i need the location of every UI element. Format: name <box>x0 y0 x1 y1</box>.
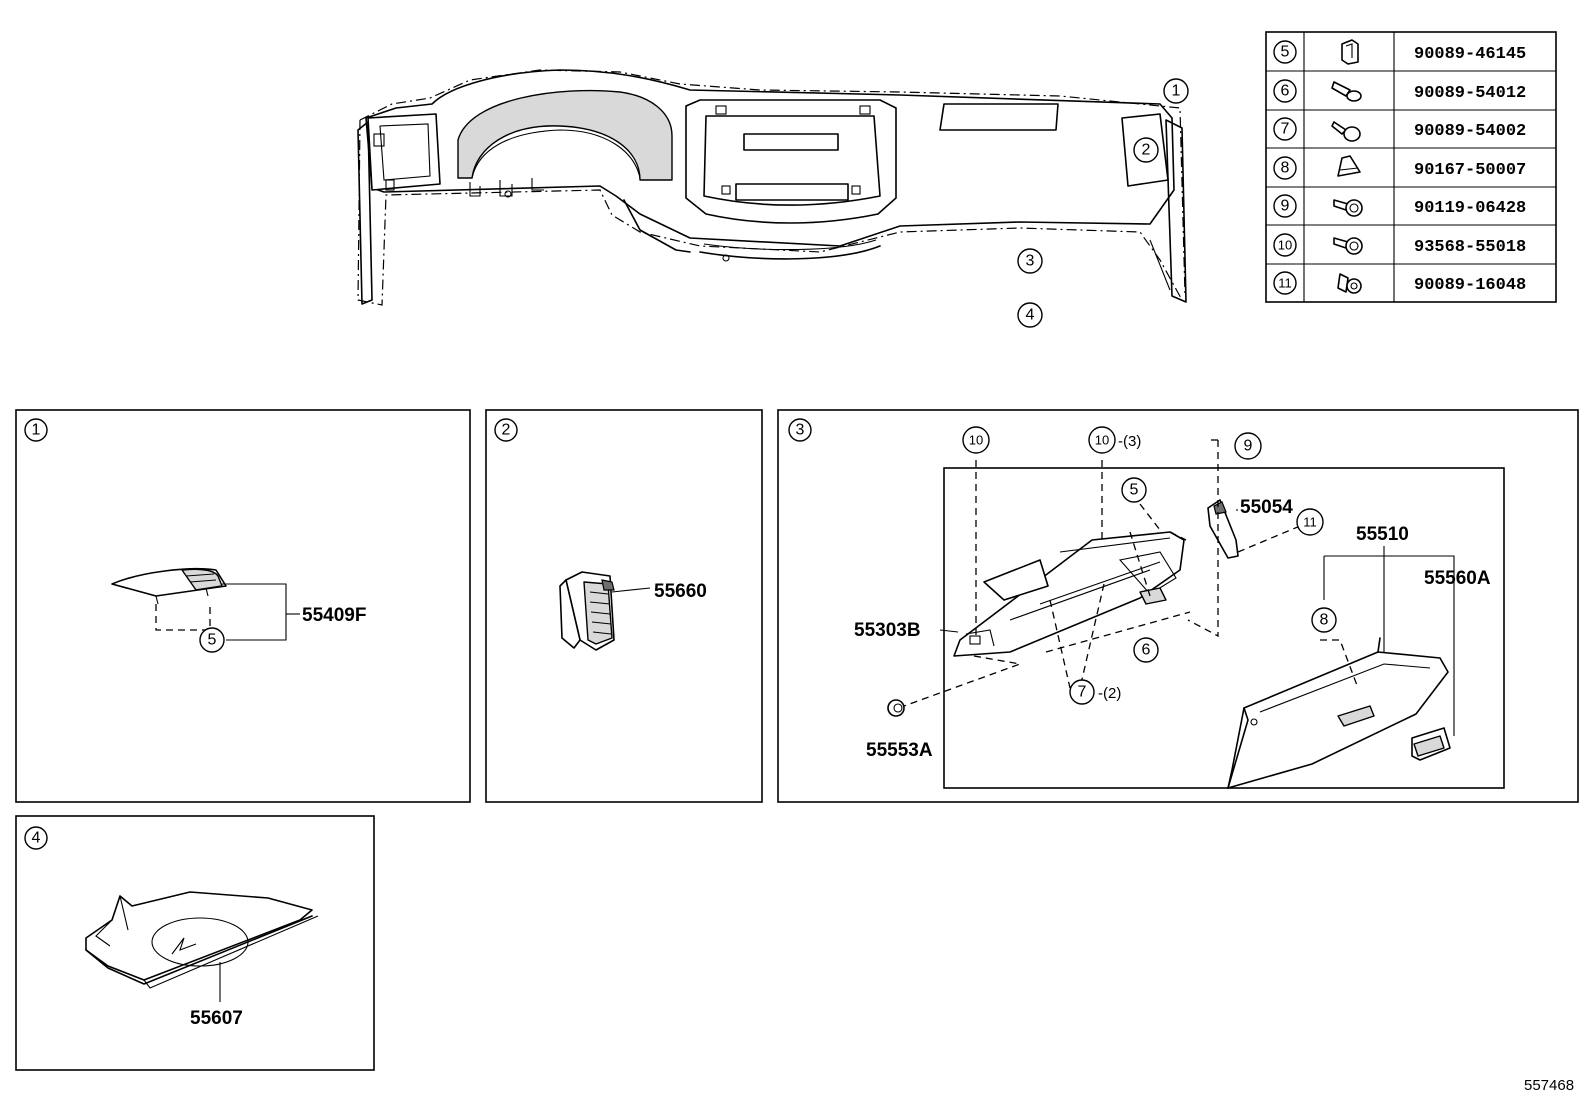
b3-callout-8: 8 <box>1311 607 1337 633</box>
fastener-table: 5 90089-46145 6 90089-54012 7 <box>1265 31 1557 303</box>
svg-text:90089-54012: 90089-54012 <box>1414 84 1526 103</box>
side-vent-illustration <box>559 571 615 651</box>
svg-text:4: 4 <box>1026 307 1035 324</box>
fastener-row: 9 90119-06428 <box>1273 194 1526 218</box>
part-label-55303B: 55303B <box>854 620 921 641</box>
b3-callout-11: 11 <box>1296 508 1324 536</box>
part-label-55409F: 55409F <box>302 605 366 626</box>
svg-text:90089-54002: 90089-54002 <box>1414 122 1526 141</box>
svg-text:2: 2 <box>502 422 511 439</box>
svg-text:90167-50007: 90167-50007 <box>1414 161 1526 180</box>
svg-text:10: 10 <box>969 433 983 448</box>
pin-icon <box>1331 121 1361 142</box>
pin-icon <box>1331 81 1362 102</box>
detail-box-4: 4 55607 <box>15 815 375 1071</box>
svg-text:5: 5 <box>1130 482 1139 499</box>
part-label-55607: 55607 <box>190 1008 243 1029</box>
fastener-row: 11 90089-16048 <box>1273 271 1526 295</box>
detail-box-3: 3 <box>777 409 1579 803</box>
b3-callout-9: 9 <box>1234 432 1262 460</box>
b1-fastener-callout: 5 <box>199 627 225 653</box>
bushing-illustration <box>887 699 905 717</box>
svg-text:90119-06428: 90119-06428 <box>1414 199 1526 218</box>
svg-text:7: 7 <box>1281 121 1290 138</box>
svg-text:9: 9 <box>1244 438 1253 455</box>
detail-box-1: 1 5 55409F <box>15 409 471 803</box>
detail-box-2: 2 55660 <box>485 409 763 803</box>
b3-callout-7: 7 <box>1069 679 1095 705</box>
box-1-callout: 1 <box>24 418 48 442</box>
box-4-callout: 4 <box>24 826 48 850</box>
svg-text:3: 3 <box>1026 253 1035 270</box>
svg-text:1: 1 <box>1172 83 1181 100</box>
part-label-55054: 55054 <box>1240 497 1293 518</box>
fastener-row: 10 93568-55018 <box>1273 233 1526 257</box>
fastener-row: 7 90089-54002 <box>1273 117 1526 142</box>
hinge-part-illustration <box>1207 499 1239 559</box>
svg-text:90089-46145: 90089-46145 <box>1414 45 1526 64</box>
cone-clip-icon <box>1337 155 1361 177</box>
svg-text:1: 1 <box>32 422 41 439</box>
screw-washer-icon <box>1337 273 1362 294</box>
floor-tray-illustration <box>85 891 319 989</box>
screw-washer-icon <box>1333 237 1363 255</box>
box-3-callout: 3 <box>788 418 812 442</box>
svg-text:6: 6 <box>1281 83 1290 100</box>
quantity-note-10: -(3) <box>1118 433 1141 450</box>
svg-text:3: 3 <box>796 422 805 439</box>
screw-washer-icon <box>1333 199 1363 217</box>
svg-text:8: 8 <box>1281 160 1290 177</box>
glove-box-door-illustration <box>1227 637 1449 789</box>
diagram-id: 557468 <box>1524 1077 1574 1094</box>
svg-text:8: 8 <box>1320 612 1329 629</box>
part-label-55560A: 55560A <box>1424 568 1491 589</box>
fastener-row: 6 90089-54012 <box>1273 79 1526 103</box>
svg-text:93568-55018: 93568-55018 <box>1414 238 1526 257</box>
box-2-callout: 2 <box>494 418 518 442</box>
b3-callout-10a: 10 <box>962 426 990 454</box>
svg-text:6: 6 <box>1142 642 1151 659</box>
svg-text:4: 4 <box>32 830 41 847</box>
main-callout-4: 4 <box>1017 302 1043 328</box>
svg-text:2: 2 <box>1142 142 1151 159</box>
clip-icon <box>1341 39 1359 65</box>
svg-text:5: 5 <box>208 632 217 649</box>
b3-callout-5: 5 <box>1121 477 1147 503</box>
fastener-row: 5 90089-46145 <box>1273 39 1526 65</box>
latch-illustration <box>1411 727 1451 761</box>
b3-callout-10b: 10 <box>1088 426 1116 454</box>
glove-box-frame-illustration <box>953 531 1185 657</box>
main-callout-2: 2 <box>1133 137 1159 163</box>
quantity-note-7: -(2) <box>1098 685 1121 702</box>
b3-callout-6: 6 <box>1133 637 1159 663</box>
svg-text:7: 7 <box>1078 684 1087 701</box>
instrument-panel-illustration <box>357 69 1187 306</box>
svg-text:11: 11 <box>1278 276 1292 291</box>
main-callout-3: 3 <box>1017 248 1043 274</box>
svg-text:9: 9 <box>1281 198 1290 215</box>
svg-text:10: 10 <box>1278 238 1292 253</box>
svg-text:10: 10 <box>1095 433 1109 448</box>
cover-panel-illustration <box>111 567 227 605</box>
svg-text:5: 5 <box>1281 44 1290 61</box>
svg-text:11: 11 <box>1303 515 1317 530</box>
part-label-55510: 55510 <box>1356 524 1409 545</box>
fastener-row: 8 90167-50007 <box>1273 155 1526 180</box>
svg-text:90089-16048: 90089-16048 <box>1414 276 1526 295</box>
part-label-55553A: 55553A <box>866 740 933 761</box>
main-callout-1: 1 <box>1163 78 1189 104</box>
part-label-55660: 55660 <box>654 581 707 602</box>
